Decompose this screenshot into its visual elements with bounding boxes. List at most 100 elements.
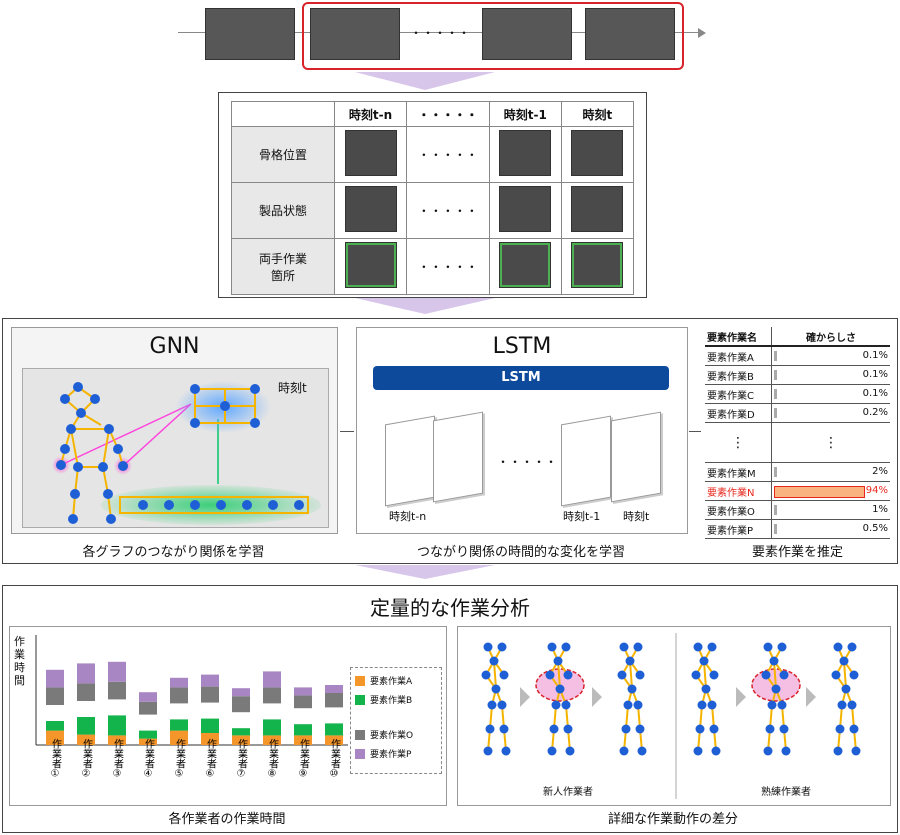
skeleton-image [571, 130, 624, 176]
x-tick-label: 作業者⑩ [329, 738, 341, 779]
bar-segment [201, 733, 219, 745]
legend-swatch [355, 729, 365, 740]
step-arrow-icon [520, 687, 530, 707]
header-prob: 確からしさ [771, 327, 890, 347]
bar-segment [77, 734, 95, 745]
product-image [344, 186, 397, 232]
bar-segment [46, 721, 64, 731]
prob-value: 1% [872, 504, 888, 515]
gnn-box: GNN [11, 327, 338, 534]
estimate-name: 要素作業B [705, 365, 772, 385]
graph-sheet [611, 411, 661, 503]
vdots: ⋮ [705, 422, 772, 463]
gnn-graph-area: 時刻t [22, 368, 329, 528]
lstm-box: LSTM LSTM ・・・・・ 時刻t-n 時刻t-1 時刻t [356, 327, 688, 534]
bar-segment [325, 685, 343, 693]
x-tick-label: 作業者⑧ [267, 738, 279, 779]
row-label: 骨格位置 [231, 126, 335, 183]
bar-segment [294, 735, 312, 745]
bar-segment [46, 669, 64, 688]
bar-segment [77, 683, 95, 701]
bar-segment [170, 687, 188, 704]
graph-sheet [385, 415, 435, 507]
flow-arrow [355, 565, 495, 579]
prob-bar [774, 389, 777, 399]
arrow-gnn-lstm [340, 431, 354, 432]
bar-segment [201, 674, 219, 687]
y-axis-label: 作業時間 [14, 635, 25, 687]
bar-segment [139, 692, 157, 702]
estimate-prob-cell: 0.5% [771, 519, 890, 539]
timeline-axis [178, 32, 698, 33]
bar-segment [294, 724, 312, 736]
bar-segment [108, 735, 126, 745]
graph-sheet [433, 411, 483, 503]
bar-segment [139, 730, 157, 739]
lstm-time-label: 時刻t [623, 510, 650, 523]
lstm-bar: LSTM [373, 366, 669, 390]
timeline-arrowhead [698, 28, 706, 38]
estimate-row: 要素作業D 0.2% [705, 403, 890, 423]
prob-value: 0.5% [862, 523, 888, 534]
x-tick-label: 作業者④ [143, 738, 155, 779]
hands-image [499, 242, 552, 288]
x-tick-label: 作業者⑤ [174, 738, 186, 779]
expert-label: 熟練作業者 [761, 787, 811, 798]
col-header: ・・・・・ [406, 101, 490, 127]
step-arrow-icon [736, 687, 746, 707]
estimate-prob-cell: 1% [771, 500, 890, 520]
bar-segment [263, 671, 281, 688]
graph-sheet [561, 415, 611, 507]
bar-segment [232, 688, 250, 697]
prob-value: 2% [872, 466, 888, 477]
prob-bar [774, 351, 777, 361]
selected-frames-box [302, 2, 684, 70]
model-panel: GNN [2, 318, 898, 564]
prob-value: 0.2% [862, 407, 888, 418]
bar-segment [46, 687, 64, 705]
product-image [571, 186, 624, 232]
arrow-lstm-table [689, 431, 701, 432]
gnn-time-label: 時刻t [278, 381, 307, 395]
gnn-title: GNN [149, 334, 200, 359]
legend-item: 要素作業B [355, 693, 437, 706]
row-dots: ・・・・・ [406, 238, 490, 295]
bar-segment [201, 686, 219, 703]
legend-item: 要素作業O [355, 728, 437, 741]
analysis-title: 定量的な作業分析 [370, 596, 530, 620]
legend-swatch [355, 675, 365, 686]
motion-caption: 詳細な作業動作の差分 [607, 812, 738, 827]
estimate-name: 要素作業D [705, 403, 772, 423]
bar-segment [232, 728, 250, 736]
feature-table: 時刻t-n ・・・・・ 時刻t-1 時刻t 骨格位置 ・・・・・ 製品状態 ・・… [231, 101, 635, 295]
bar-segment [46, 730, 64, 745]
estimate-prob-cell: 0.1% [771, 384, 890, 404]
motion-box: 新人作業者 熟練作業者 [457, 626, 891, 806]
timeline-dots: ・・・・・ [410, 26, 471, 40]
video-frame [585, 8, 675, 60]
skeleton-image [499, 130, 552, 176]
row-label: 製品状態 [231, 182, 335, 239]
estimate-name: 要素作業C [705, 384, 772, 404]
skeleton-figure [617, 642, 647, 756]
estimate-prob-cell: 0.1% [771, 365, 890, 385]
lstm-title: LSTM [492, 334, 552, 359]
bar-segment [170, 730, 188, 745]
bar-segment [108, 715, 126, 736]
estimate-prob-cell: 0.1% [771, 346, 890, 366]
prob-bar [774, 467, 777, 477]
x-tick-label: 作業者① [50, 738, 62, 779]
prob-bar [774, 505, 777, 515]
bar-segment [201, 718, 219, 733]
hands-image [571, 242, 624, 288]
flow-arrow [355, 72, 495, 90]
lstm-time-label: 時刻t-1 [563, 510, 601, 523]
bar-segment [108, 681, 126, 700]
bar-segment [77, 717, 95, 735]
bar-segment [325, 693, 343, 708]
legend-swatch [355, 748, 365, 759]
